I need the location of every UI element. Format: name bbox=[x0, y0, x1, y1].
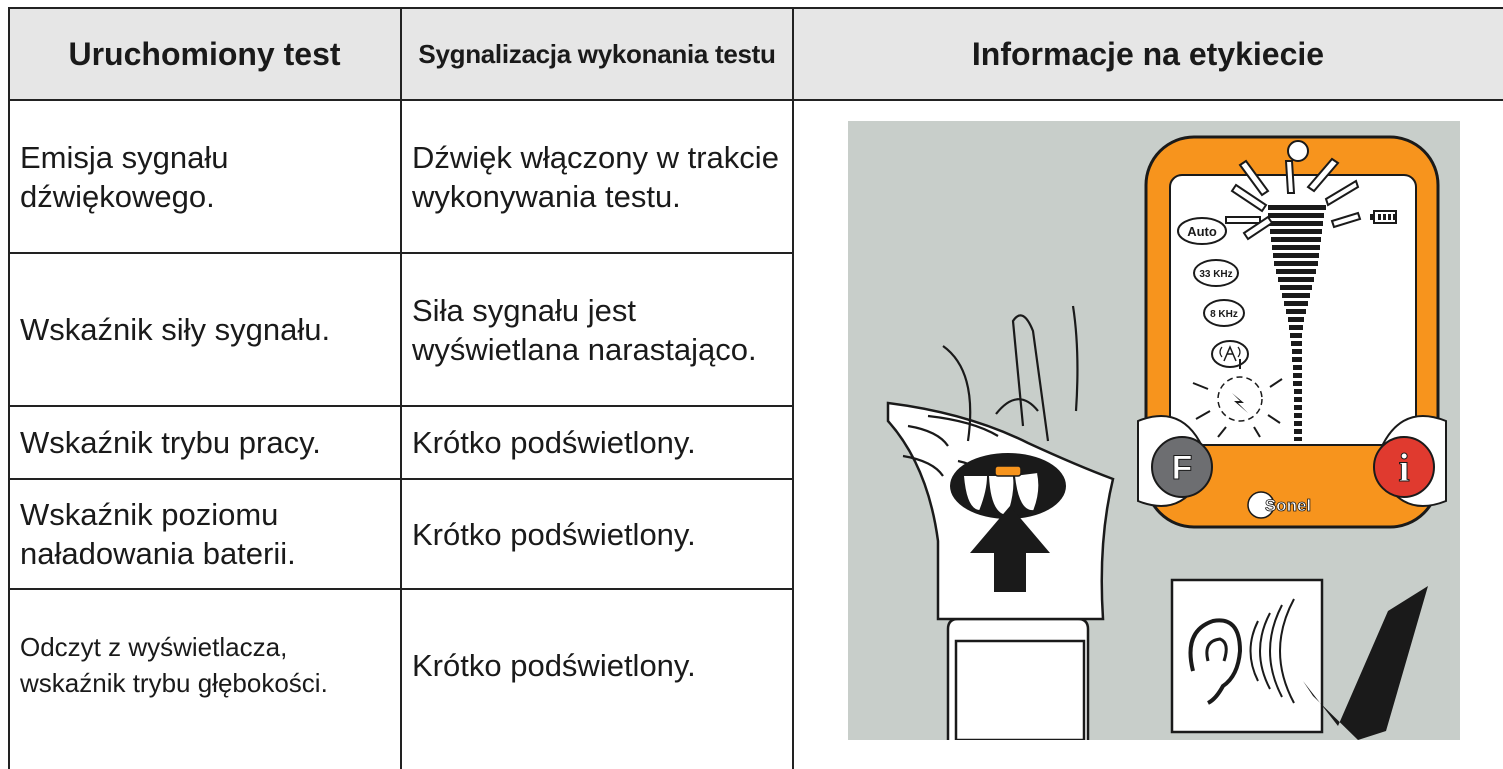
cell-text: Krótko podświetlony. bbox=[412, 516, 696, 552]
freq-33-label: 33 KHz bbox=[1199, 269, 1232, 280]
signal-strength-bars bbox=[1268, 205, 1326, 441]
sound-waves-icon bbox=[1249, 598, 1295, 704]
flash-rays bbox=[1225, 157, 1362, 241]
radio-mode-icon bbox=[1211, 340, 1249, 368]
header-uruchomiony-test: Uruchomiony test bbox=[8, 8, 401, 100]
table-cell-test: Odczyt z wyświetlacza, wskaźnik trybu gł… bbox=[10, 590, 400, 740]
table-cell-test: Wskaźnik poziomu naładowania baterii. bbox=[10, 480, 400, 588]
freq-8-label: 8 KHz bbox=[1210, 309, 1238, 320]
mode-auto-label: Auto bbox=[1187, 224, 1217, 239]
trigger-finger-area bbox=[950, 453, 1066, 519]
table-cell-test: Emisja sygnału dźwiękowego. bbox=[10, 101, 400, 252]
frequency-8khz-indicator: 8 KHz bbox=[1203, 299, 1245, 327]
ear-icon bbox=[1188, 618, 1243, 705]
table-cell-signal: Krótko podświetlony. bbox=[402, 407, 792, 478]
cell-text: Dźwięk włączony w trakcie wykonywania te… bbox=[412, 139, 779, 214]
cell-text: Siła sygnału jest wyświetlana narastając… bbox=[412, 292, 757, 367]
receiver-handle bbox=[886, 401, 1115, 740]
table-cell-signal: Krótko podświetlony. bbox=[402, 590, 792, 740]
device-hang-hole bbox=[1287, 140, 1309, 162]
frequency-33khz-indicator: 33 KHz bbox=[1193, 259, 1239, 287]
brand-label: Sonel bbox=[1265, 496, 1311, 515]
table-cell-signal: Krótko podświetlony. bbox=[402, 480, 792, 588]
arrow-up-icon bbox=[970, 506, 1050, 592]
ear-box bbox=[1170, 578, 1324, 734]
hand-icon bbox=[902, 305, 1079, 487]
info-button[interactable]: i bbox=[1373, 415, 1447, 507]
function-button-label: F bbox=[1172, 449, 1193, 487]
column-divider bbox=[400, 7, 402, 769]
header-sygnalizacja: Sygnalizacja wykonania testu bbox=[401, 8, 793, 100]
depth-mode-icon bbox=[1192, 359, 1283, 438]
header-divider bbox=[8, 99, 1503, 101]
device-test-illustration: Auto 33 KHz 8 KHz bbox=[848, 121, 1460, 740]
table-border-left bbox=[8, 7, 10, 769]
info-button-label: i bbox=[1398, 445, 1409, 490]
sound-test-pass bbox=[1170, 578, 1428, 740]
table-border-top bbox=[8, 7, 1503, 9]
cell-text: Krótko podświetlony. bbox=[412, 647, 696, 683]
cell-text: Wskaźnik siły sygnału. bbox=[20, 312, 331, 347]
cell-text: Odczyt z wyświetlacza, wskaźnik trybu gł… bbox=[20, 632, 328, 698]
column-divider bbox=[792, 7, 794, 769]
mode-auto-indicator: Auto bbox=[1177, 217, 1227, 245]
cell-text: Wskaźnik trybu pracy. bbox=[20, 425, 321, 460]
header-informacje: Informacje na etykiecie bbox=[793, 8, 1503, 100]
cell-text: Emisja sygnału dźwiękowego. bbox=[20, 139, 229, 214]
table-cell-test: Wskaźnik siły sygnału. bbox=[10, 254, 400, 405]
table-cell-signal: Siła sygnału jest wyświetlana narastając… bbox=[402, 254, 792, 405]
sonel-logo: Sonel bbox=[1247, 491, 1312, 519]
table-cell-signal: Dźwięk włączony w trakcie wykonywania te… bbox=[402, 101, 792, 252]
cell-text: Krótko podświetlony. bbox=[412, 425, 696, 460]
cell-text: Wskaźnik poziomu naładowania baterii. bbox=[20, 497, 296, 571]
function-button[interactable]: F bbox=[1137, 415, 1213, 507]
table-cell-test: Wskaźnik trybu pracy. bbox=[10, 407, 400, 478]
checkmark-icon bbox=[1303, 586, 1428, 740]
locator-device: Auto 33 KHz 8 KHz bbox=[1137, 135, 1447, 529]
battery-icon bbox=[1370, 210, 1397, 224]
